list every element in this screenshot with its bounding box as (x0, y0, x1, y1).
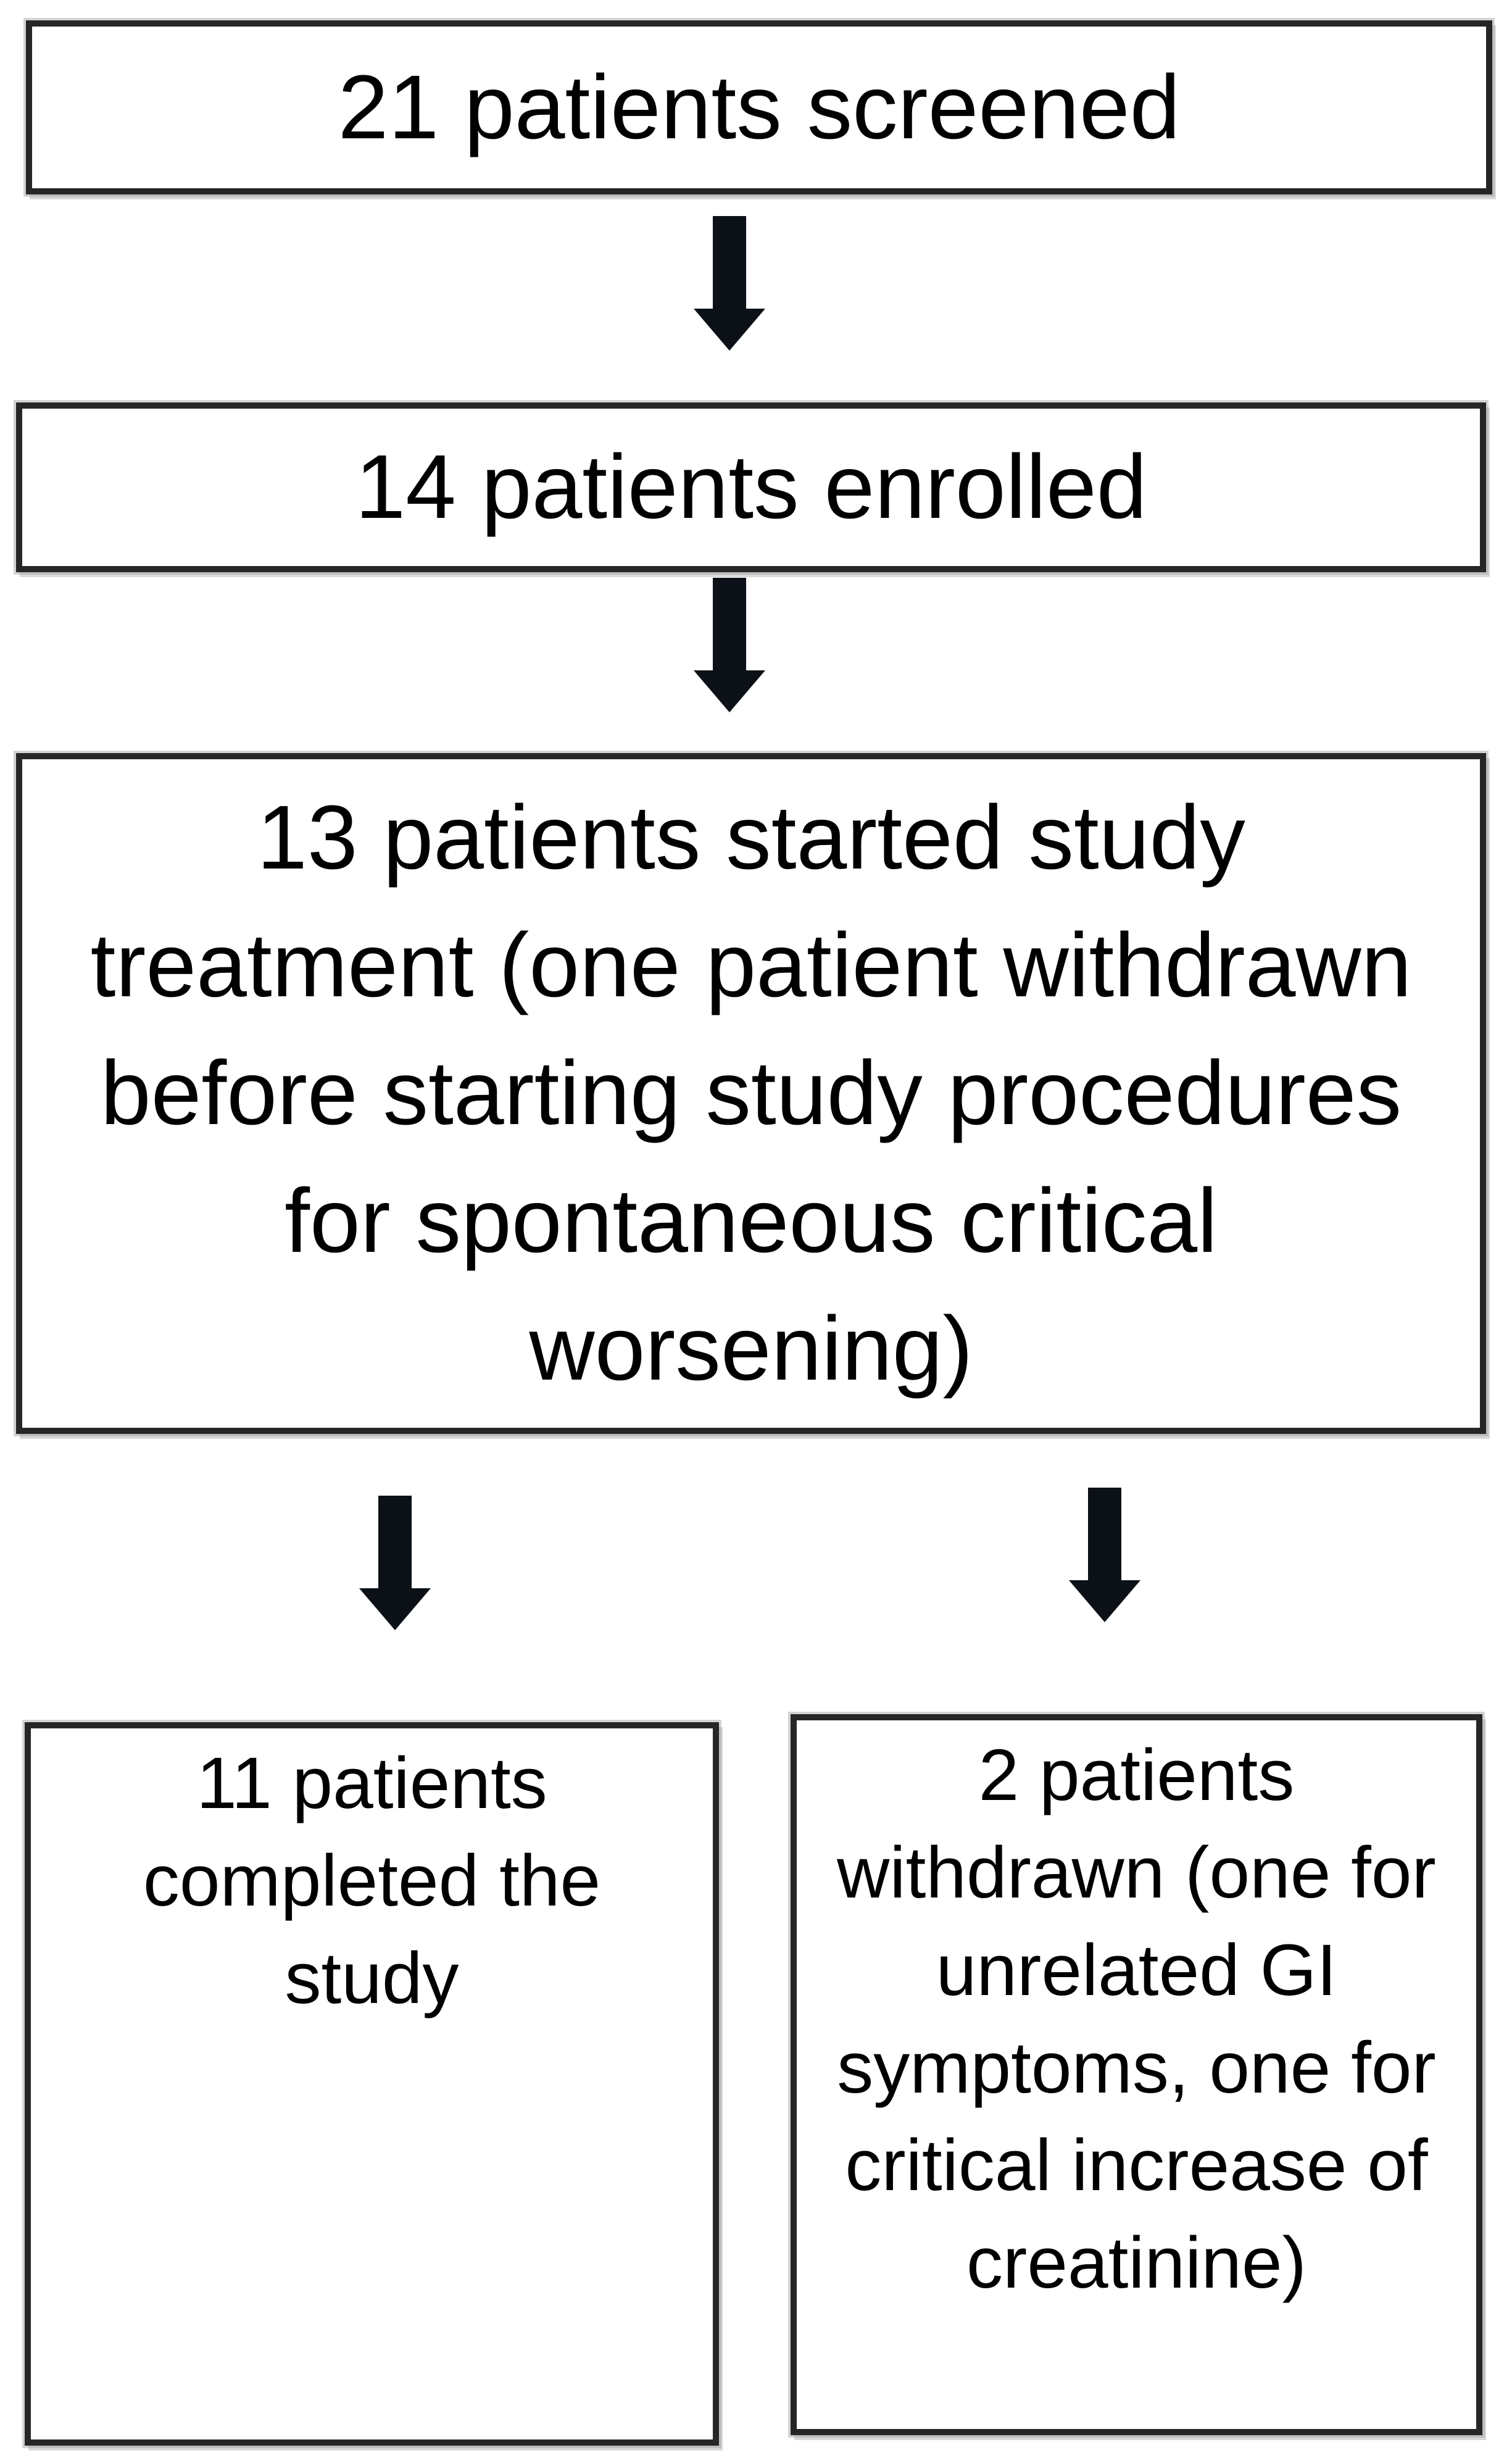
down-arrow-icon (694, 216, 765, 351)
down-arrow-shape (694, 216, 765, 351)
flow-box-screened: 21 patients screened (26, 20, 1492, 194)
down-arrow-shape (359, 1496, 431, 1630)
flow-box-completed-study: 11 patients completed the study (25, 1722, 719, 2446)
flow-box-started-treatment: 13 patients started study treatment (one… (16, 753, 1486, 1434)
down-arrow-shape (694, 578, 765, 712)
flow-box-withdrawn: 2 patients withdrawn (one for unrelated … (791, 1714, 1482, 2435)
flow-box-enrolled: 14 patients enrolled (16, 402, 1486, 572)
down-arrow-icon (1069, 1488, 1140, 1622)
down-arrow-icon (694, 578, 765, 712)
down-arrow-icon (359, 1496, 431, 1630)
down-arrow-shape (1069, 1488, 1140, 1622)
